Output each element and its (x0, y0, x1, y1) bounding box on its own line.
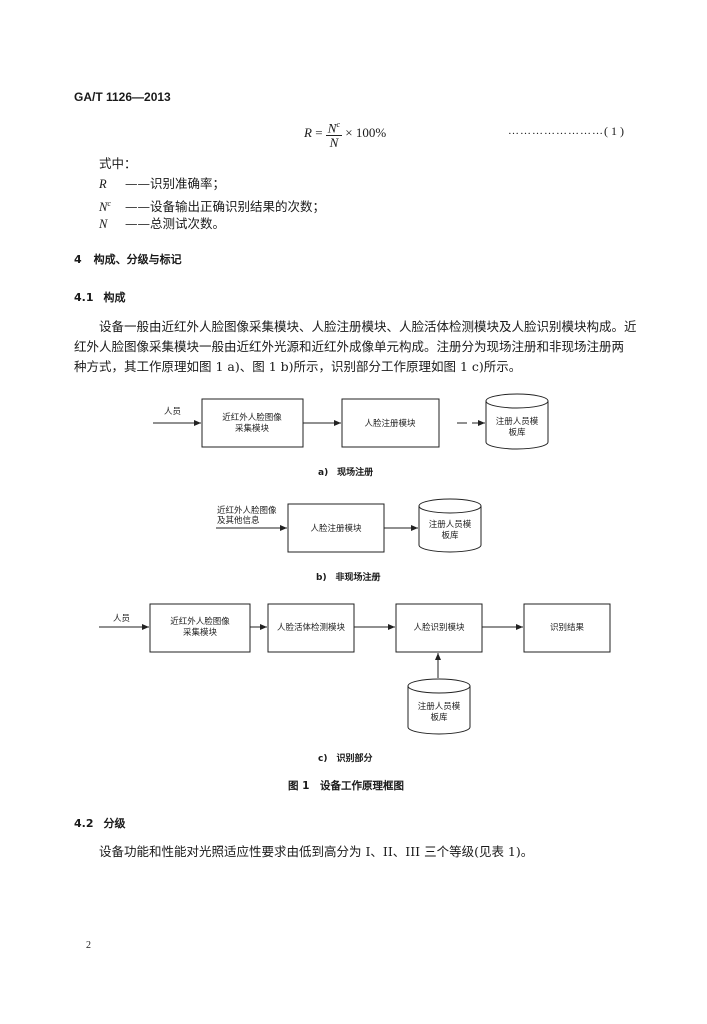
box-label: 人脸注册模块 (310, 523, 362, 534)
box-label: 近红外人脸图像 (222, 412, 282, 423)
formula-lhs: R (304, 125, 312, 141)
paragraph-line: 设备一般由近红外人脸图像采集模块、人脸注册模块、人脸活体检测模块及人脸识别模块构… (99, 319, 637, 334)
figure-caption: 图 1 设备工作原理框图 (288, 780, 404, 792)
db-label: 板库 (508, 427, 526, 438)
database-top (418, 498, 482, 514)
box-label: 采集模块 (235, 423, 270, 434)
paragraph-line: 种方式，其工作原理如图 1 a)、图 1 b)所示，识别部分工作原理如图 1 c… (74, 359, 522, 374)
page-number: 2 (86, 940, 91, 951)
where-intro: 式中： (99, 156, 137, 171)
document-code: GA/T 1126—2013 (74, 90, 171, 104)
paragraph-line: 红外人脸图像采集模块一般由近红外光源和近红外成像单元构成。注册分为现场注册和非现… (74, 339, 625, 354)
template-database (407, 686, 471, 735)
formula-leader: …………………… (508, 125, 604, 137)
formula: R = Nc N × 100% (304, 120, 387, 151)
db-label: 注册人员模 (496, 416, 539, 427)
formula-tail: × 100% (345, 125, 387, 141)
subfigure-caption: a) 现场注册 (318, 468, 374, 478)
template-database (418, 506, 482, 553)
db-label: 注册人员模 (429, 519, 472, 530)
database-top (407, 678, 471, 694)
box-label: 人脸活体检测模块 (277, 622, 346, 633)
template-database (485, 401, 549, 450)
formula-number: ( 1 ) (604, 124, 624, 138)
result-box (523, 603, 611, 653)
formula-fraction: Nc N (325, 120, 343, 151)
recognition-box (395, 603, 483, 653)
subfigure-caption: c) 识别部分 (318, 754, 373, 764)
input-label: 人员 (113, 614, 130, 624)
acquisition-box (149, 603, 251, 653)
input-label: 近红外人脸图像 (217, 505, 277, 516)
input-label: 人员 (164, 407, 181, 417)
db-label: 板库 (430, 712, 448, 723)
db-label: 板库 (441, 530, 459, 541)
db-label: 注册人员模 (418, 701, 461, 712)
acquisition-box (201, 398, 304, 448)
box-label: 采集模块 (183, 627, 218, 638)
box-label: 人脸识别模块 (413, 622, 465, 633)
registration-box (341, 398, 440, 448)
liveness-box (267, 603, 355, 653)
where-item: N——总测试次数。 (99, 216, 226, 231)
database-top (485, 393, 549, 409)
where-item: Nc——设备输出正确识别结果的次数； (99, 199, 326, 215)
where-item: R——识别准确率； (99, 176, 226, 191)
box-label: 近红外人脸图像 (170, 616, 230, 627)
subfigure-caption: b) 非现场注册 (316, 573, 381, 583)
paragraph-line: 设备功能和性能对光照适应性要求由低到高分为 I、II、III 三个等级(见表 1… (99, 844, 534, 859)
box-label: 识别结果 (550, 622, 585, 633)
input-label: 及其他信息 (217, 515, 260, 526)
box-label: 人脸注册模块 (364, 418, 416, 429)
